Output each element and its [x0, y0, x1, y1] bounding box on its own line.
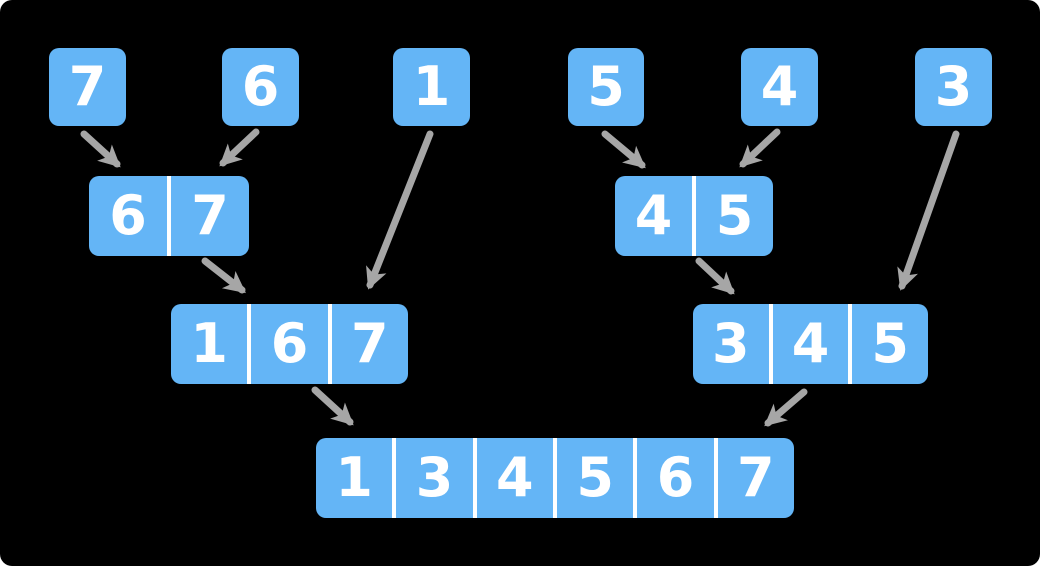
merge-arrow-merge-45-to-merge-345	[695, 257, 735, 295]
array-cell-merge-45-4: 4	[634, 184, 673, 247]
array-cell-merge-final-3: 3	[392, 438, 472, 518]
array-cell-merge-final-1: 1	[335, 446, 373, 509]
merge-arrow-leaf-5-to-merge-45	[601, 130, 646, 169]
array-cell-merge-167-7: 7	[327, 304, 408, 384]
array-box-leaf-1: 1	[393, 48, 470, 126]
array-box-leaf-4: 4	[741, 48, 818, 126]
array-cell-leaf-6-6: 6	[241, 55, 280, 118]
array-cell-leaf-3-3: 3	[934, 55, 973, 118]
merge-arrow-merge-345-to-merge-final	[764, 388, 808, 427]
array-cell-merge-final-5: 5	[552, 438, 633, 518]
array-cell-merge-final-7: 7	[713, 438, 794, 518]
array-cell-leaf-1-1: 1	[412, 55, 451, 118]
array-cell-merge-167-6: 6	[247, 304, 327, 384]
array-cell-merge-345-3: 3	[712, 312, 750, 375]
array-cell-merge-345-5: 5	[848, 304, 928, 384]
array-cell-merge-final-4: 4	[472, 438, 553, 518]
array-cell-merge-67-6: 6	[109, 184, 147, 247]
merge-arrow-leaf-6-to-merge-67	[219, 128, 260, 167]
merge-arrow-leaf-4-to-merge-45	[739, 128, 781, 168]
array-cell-merge-345-4: 4	[768, 304, 849, 384]
array-cell-leaf-7-7: 7	[68, 55, 107, 118]
array-cell-merge-45-5: 5	[692, 176, 773, 256]
merge-arrow-leaf-1-to-merge-167	[366, 130, 434, 290]
merge-arrow-merge-67-to-merge-167	[201, 257, 246, 294]
array-cell-merge-67-7: 7	[167, 176, 249, 256]
array-cell-merge-final-6: 6	[633, 438, 713, 518]
array-cell-merge-167-1: 1	[190, 312, 228, 375]
merge-arrow-leaf-7-to-merge-67	[80, 130, 121, 168]
array-box-leaf-7: 7	[49, 48, 126, 126]
merge-arrow-merge-167-to-merge-final	[311, 386, 354, 426]
array-box-leaf-5: 5	[568, 48, 644, 126]
array-box-leaf-6: 6	[222, 48, 299, 126]
array-cell-leaf-5-5: 5	[587, 55, 625, 118]
array-box-leaf-3: 3	[915, 48, 992, 126]
merge-arrow-leaf-3-to-merge-345	[897, 130, 960, 291]
array-cell-leaf-4-4: 4	[760, 55, 799, 118]
